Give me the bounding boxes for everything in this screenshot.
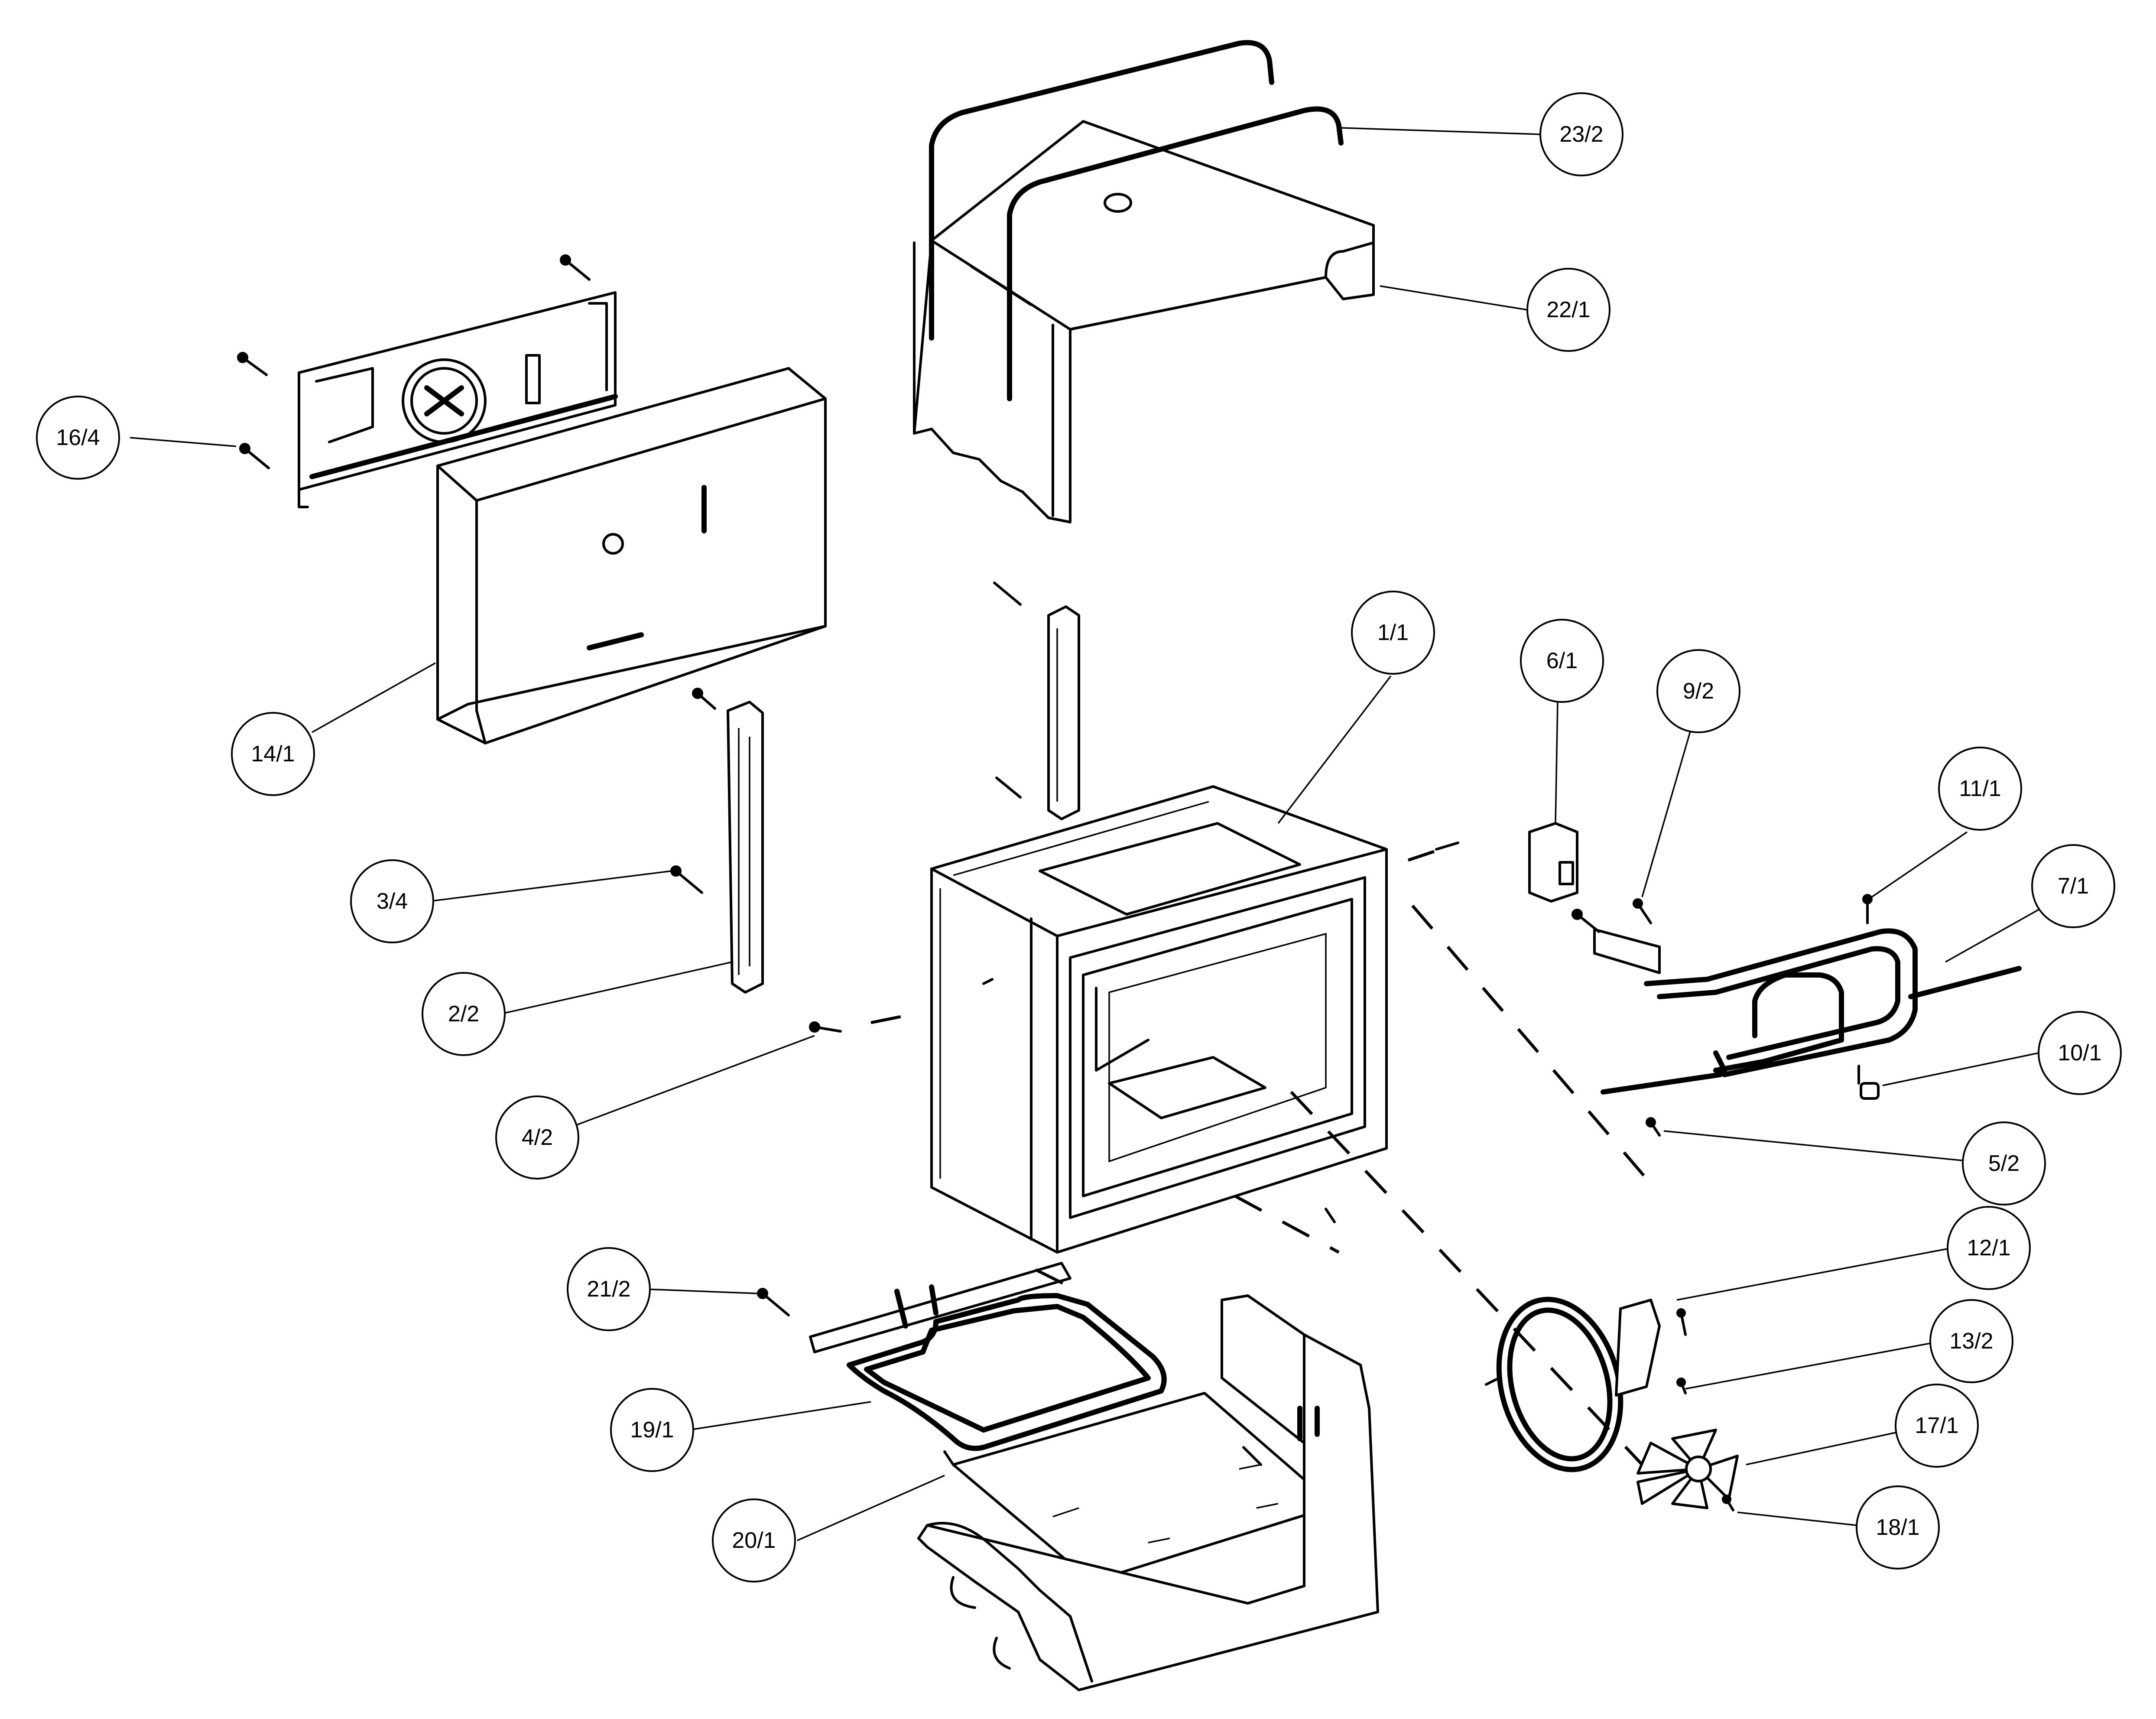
- screws-13-2: [1676, 1308, 1687, 1394]
- screw-11-1: [1862, 894, 1873, 924]
- callout-label: 20/1: [732, 1528, 776, 1553]
- callout-11-1: 11/1: [1938, 747, 2022, 831]
- part-bottom-tray: [917, 1294, 1379, 1691]
- part-bottom-heating-element: [809, 1262, 1167, 1451]
- part-10-1-nut: [1857, 1065, 1880, 1100]
- screw-3-4: [670, 865, 703, 894]
- callout-7-1: 7/1: [2031, 844, 2115, 928]
- screw-21-2: [757, 1288, 790, 1316]
- callout-19-1: 19/1: [610, 1388, 694, 1472]
- callout-label: 9/2: [1683, 679, 1714, 704]
- part-switch: [1528, 822, 1578, 903]
- callout-label: 6/1: [1546, 648, 1578, 673]
- callout-22-1: 22/1: [1526, 268, 1611, 352]
- callout-label: 21/2: [587, 1277, 630, 1302]
- callout-18-1: 18/1: [1856, 1485, 1940, 1570]
- callout-label: 22/1: [1546, 297, 1590, 322]
- callout-3-4: 3/4: [350, 859, 434, 943]
- callout-label: 14/1: [251, 741, 295, 767]
- callout-label: 7/1: [2058, 874, 2089, 899]
- leader-lines: [130, 127, 2069, 1541]
- callout-label: 4/2: [522, 1125, 553, 1150]
- callout-2-2: 2/2: [422, 972, 506, 1056]
- part-rear-panel: [436, 367, 827, 744]
- callout-label: 13/2: [1949, 1329, 1993, 1354]
- callout-label: 23/2: [1559, 122, 1603, 147]
- part-fan-mount-plate: [298, 291, 618, 508]
- callout-20-1: 20/1: [712, 1498, 796, 1583]
- callout-13-2: 13/2: [1929, 1299, 2013, 1383]
- callout-14-1: 14/1: [231, 712, 315, 796]
- callout-1-1: 1/1: [1351, 591, 1435, 675]
- screw-9-2: [1633, 898, 1652, 924]
- callout-6-1: 6/1: [1520, 619, 1604, 703]
- part-oven-cavity: [930, 785, 1388, 1254]
- callout-label: 12/1: [1967, 1235, 2010, 1261]
- part-side-rail-right: [993, 582, 1080, 820]
- callout-23-2: 23/2: [1539, 92, 1623, 176]
- callout-label: 16/4: [56, 425, 100, 450]
- callout-label: 17/1: [1915, 1413, 1958, 1438]
- part-side-rail-left: [692, 688, 764, 994]
- callout-12-1: 12/1: [1947, 1206, 2031, 1290]
- callout-label: 3/4: [377, 889, 408, 914]
- callout-5-2: 5/2: [1962, 1121, 2046, 1206]
- callout-16-4: 16/4: [36, 396, 120, 480]
- screw-5-2: [1646, 1117, 1661, 1137]
- callout-label: 10/1: [2058, 1040, 2101, 1066]
- screws-16-4: [237, 254, 591, 469]
- callout-label: 18/1: [1876, 1515, 1919, 1540]
- callout-label: 2/2: [448, 1001, 479, 1027]
- callout-10-1: 10/1: [2038, 1011, 2122, 1095]
- callout-21-2: 21/2: [567, 1247, 651, 1331]
- part-support-rods: [929, 40, 1344, 401]
- callout-label: 1/1: [1377, 620, 1409, 645]
- callout-9-2: 9/2: [1656, 649, 1740, 733]
- callout-17-1: 17/1: [1895, 1384, 1979, 1468]
- callout-4-2: 4/2: [495, 1095, 579, 1180]
- part-top-cover: [913, 120, 1375, 523]
- callout-label: 19/1: [630, 1417, 674, 1443]
- callout-label: 11/1: [1959, 776, 2001, 801]
- part-top-heating-element: [1572, 909, 2022, 1095]
- part-circular-element: [1485, 1297, 1661, 1472]
- part-fan-blade: [1636, 1429, 1739, 1511]
- assembly-lines: [809, 842, 1648, 1466]
- callout-label: 5/2: [1988, 1151, 2020, 1176]
